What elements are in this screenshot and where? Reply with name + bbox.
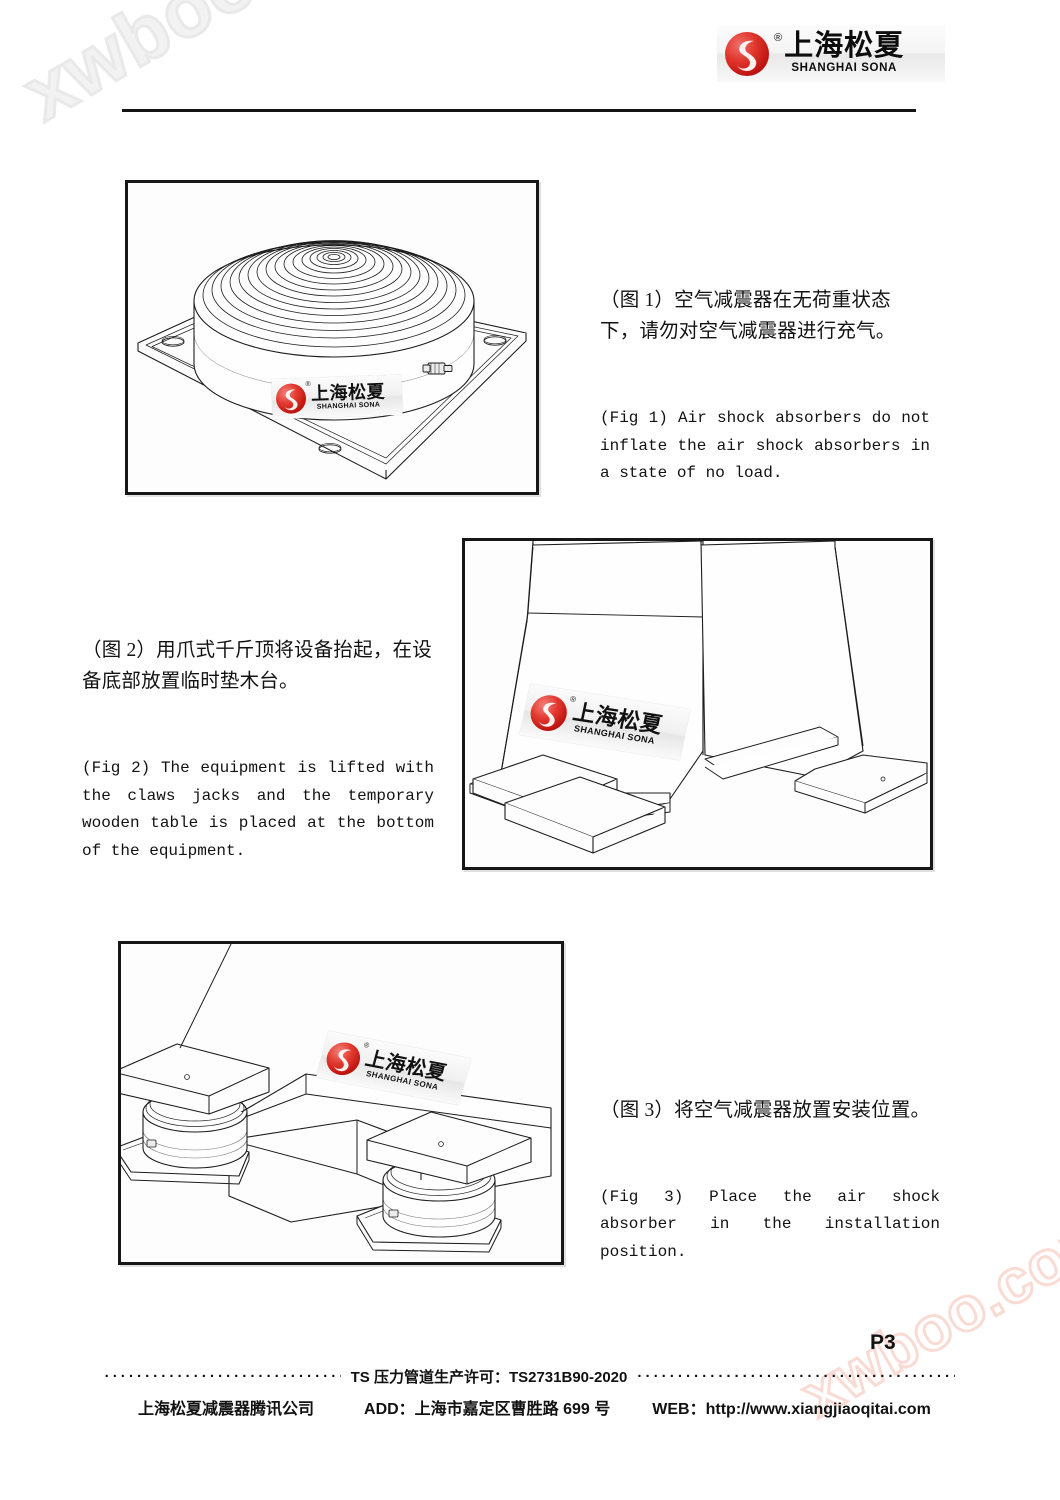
figure-3-caption: （图 3）将空气减震器放置安装位置。 (Fig 3) Place the air… <box>600 1075 940 1282</box>
footer-company: 上海松夏减震器腾讯公司 <box>138 1401 315 1418</box>
figure-1-caption-en: (Fig 1) Air shock absorbers do not infla… <box>600 409 930 483</box>
figure-2-caption-cn: （图 2）用爪式千斤顶将设备抬起，在设备底部放置临时垫木台。 <box>82 639 432 693</box>
footer-dots-right: ········································… <box>637 1368 956 1385</box>
figure-3-caption-cn: （图 3）将空气减震器放置安装位置。 <box>600 1099 931 1121</box>
footer-web[interactable]: WEB：http://www.xiangjiaoqitai.com <box>652 1401 931 1418</box>
watermark-top-left: xwboo.com <box>7 0 433 139</box>
page-footer: ······························· TS 压力管道生… <box>0 1366 1060 1419</box>
figure-3-brand-badge: ® 上海松夏 SHANGHAI SONA <box>316 1030 471 1106</box>
figure-1-illustration <box>125 180 539 495</box>
header-divider <box>122 109 916 112</box>
sona-swirl-icon <box>275 383 307 415</box>
badge-brand-en: SHANGHAI SONA <box>316 401 381 411</box>
swirl-glyph-icon <box>284 389 298 411</box>
swirl-glyph-icon <box>333 1049 352 1071</box>
logo-brand-cn: 上海松夏 <box>784 30 905 63</box>
figure-3-caption-en: (Fig 3) Place the air shock absorber in … <box>600 1187 940 1261</box>
figure-2-caption: （图 2）用爪式千斤顶将设备抬起，在设备底部放置临时垫木台。 (Fig 2) T… <box>82 615 434 881</box>
page-number: P3 <box>870 1331 896 1354</box>
logo-brand-en: SHANGHAI SONA <box>791 62 897 75</box>
figure-1-brand-badge: ® 上海松夏 SHANGHAI SONA <box>271 374 403 420</box>
footer-address: ADD：上海市嘉定区曹胜路 699 号 <box>364 1401 611 1418</box>
absorbers-in-position-drawing <box>121 944 552 1253</box>
sona-swirl-icon <box>723 29 773 79</box>
swirl-glyph-icon <box>737 40 757 71</box>
swirl-glyph-icon <box>538 702 557 727</box>
company-logo: ® 上海松夏 SHANGHAI SONA <box>717 25 945 82</box>
registered-mark: ® <box>774 32 783 44</box>
figure-1-caption-cn: （图 1）空气减震器在无荷重状态下，请勿对空气减震器进行充气。 <box>600 289 896 343</box>
footer-dots-left: ······························· <box>104 1368 341 1385</box>
air-shock-absorber-drawing <box>137 240 527 480</box>
figure-2-caption-en: (Fig 2) The equipment is lifted with the… <box>82 759 434 860</box>
figure-3-illustration <box>118 941 564 1265</box>
badge-brand-cn: 上海松夏 <box>310 381 386 404</box>
figure-1-caption: （图 1）空气减震器在无荷重状态下，请勿对空气减震器进行充气。 (Fig 1) … <box>600 265 930 504</box>
footer-license: TS 压力管道生产许可：TS2731B90-2020 <box>350 1369 628 1386</box>
sona-swirl-icon <box>322 1039 364 1078</box>
figure-2-brand-badge: ® 上海松夏 SHANGHAI SONA <box>519 683 691 761</box>
sona-swirl-icon <box>527 692 571 734</box>
